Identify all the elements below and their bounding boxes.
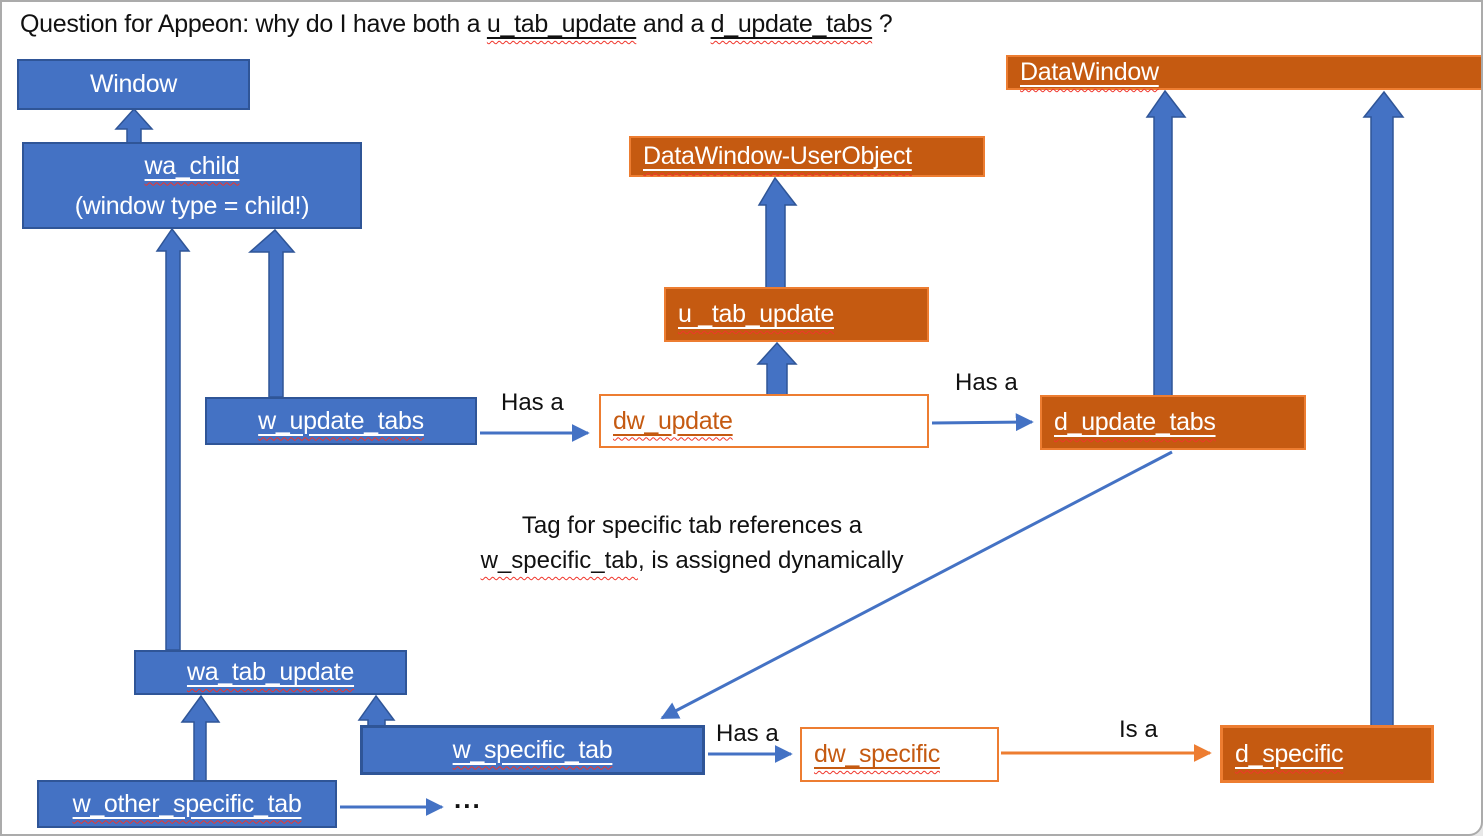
node-w-other-specific-tab-label: w_other_specific_tab: [72, 789, 302, 818]
inherit-arrow-utabupdate-to-dwuserobject: [757, 176, 798, 289]
inherit-arrow-dspecific-to-datawindow: [1362, 90, 1405, 727]
inherit-arrow-dupdatetabs-to-datawindow: [1145, 89, 1187, 397]
inherit-arrow-wotherspecific-to-watabupdate: [180, 694, 221, 782]
node-datawindow-userobject: DataWindow-UserObject: [629, 136, 985, 177]
inherit-arrow-dwupdate-to-utabupdate: [756, 341, 798, 397]
title-mid: and a: [636, 10, 711, 38]
node-wa-child: wa_child (window type = child!): [22, 142, 362, 229]
node-dw-specific: dw_specific: [800, 727, 999, 782]
node-w-specific-tab-label: w_specific_tab: [452, 735, 613, 764]
node-d-specific: d_specific: [1220, 725, 1434, 783]
node-w-other-specific-tab: w_other_specific_tab: [37, 780, 337, 828]
ellipsis-label: ...: [454, 784, 482, 814]
node-w-update-tabs-label: w_update_tabs: [258, 406, 424, 435]
node-dw-specific-label: dw_specific: [814, 740, 940, 768]
slide-title: Question for Appeon: why do I have both …: [20, 10, 893, 39]
node-dw-update: dw_update: [599, 394, 929, 448]
title-term-d-update-tabs: d_update_tabs: [710, 10, 873, 38]
tag-reference-arrow-dupdatetabs-to-wspecifictab: [660, 450, 1173, 720]
node-w-update-tabs: w_update_tabs: [205, 397, 477, 445]
node-u-tab-update: u _tab_update: [664, 287, 929, 342]
node-datawindow-label: DataWindow: [1020, 58, 1159, 86]
inherit-arrow-wspecifictab-to-watabupdate: [357, 694, 396, 728]
tag-annotation-rest: , is assigned dynamically: [637, 547, 904, 574]
title-suffix: ?: [872, 10, 893, 38]
edge-label-has-a-specific: Has a: [716, 720, 779, 747]
inherit-arrow-wupdatetabs-to-wachild: [248, 228, 296, 398]
node-d-update-tabs: d_update_tabs: [1040, 395, 1306, 450]
node-wa-tab-update-label: wa_tab_update: [186, 658, 355, 686]
node-dw-update-label: dw_update: [613, 406, 733, 435]
tag-annotation-line2: w_specific_tab, is assigned dynamically: [432, 543, 952, 578]
tag-annotation-line1: Tag for specific tab references a: [521, 512, 863, 539]
title-prefix: Question for Appeon: why do I have both …: [20, 10, 487, 38]
node-window: Window: [17, 59, 250, 110]
edge-label-has-a-d-update: Has a: [955, 369, 1018, 396]
edge-label-has-a-update: Has a: [501, 389, 564, 416]
node-datawindow-userobject-label: DataWindow-UserObject: [643, 142, 912, 170]
node-w-specific-tab: w_specific_tab: [360, 725, 705, 775]
tag-annotation-term: w_specific_tab: [480, 547, 638, 574]
node-d-update-tabs-label: d_update_tabs: [1054, 408, 1216, 436]
node-d-specific-label: d_specific: [1235, 739, 1344, 768]
tag-annotation: Tag for specific tab references a w_spec…: [432, 508, 952, 578]
node-datawindow: DataWindow: [1006, 55, 1481, 90]
title-term-u-tab-update: u_tab_update: [486, 10, 637, 38]
node-u-tab-update-label: u _tab_update: [678, 300, 834, 328]
node-wa-child-label: wa_child: [144, 151, 240, 180]
node-wa-child-sublabel: (window type = child!): [74, 191, 310, 220]
hasa-arrow-dwupdate-to-dupdatetabs: [931, 413, 1034, 432]
node-window-label: Window: [89, 70, 178, 98]
inherit-arrow-wachild-to-window: [114, 107, 154, 144]
edge-label-is-a: Is a: [1119, 716, 1158, 743]
node-wa-tab-update: wa_tab_update: [134, 650, 407, 695]
inherit-arrow-watabupdate-to-wachild: [155, 227, 191, 651]
